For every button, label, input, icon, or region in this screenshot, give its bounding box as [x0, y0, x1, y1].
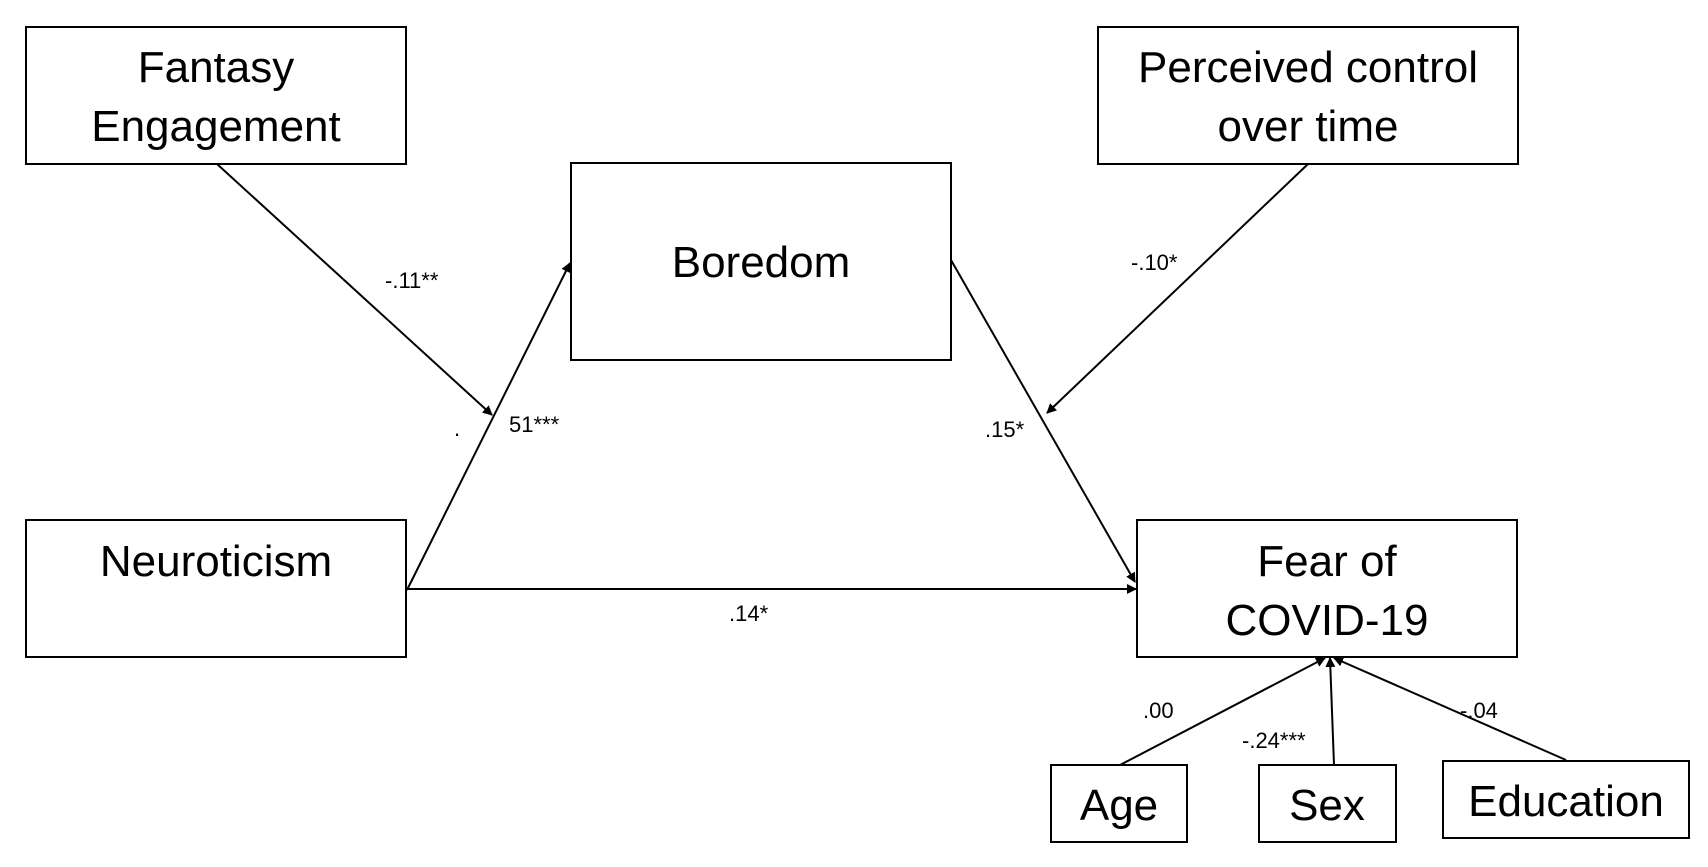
node-sex-label: Sex — [1289, 781, 1365, 830]
arrow-fantasy-moderation — [216, 163, 493, 416]
coef-fantasy-moderation: -.11** — [385, 268, 439, 293]
node-boredom-label: Boredom — [672, 238, 851, 287]
arrow-neuroticism-boredom — [406, 262, 571, 591]
node-age: Age — [1050, 764, 1188, 843]
node-sex: Sex — [1258, 764, 1397, 843]
node-education: Education — [1442, 760, 1690, 839]
node-fantasy-engagement: Fantasy Engagement — [25, 26, 407, 165]
node-fantasy-line-1: Fantasy — [138, 43, 295, 92]
arrow-age-fear — [1119, 657, 1326, 766]
coef-boredom-fear: .15* — [985, 417, 1025, 442]
node-perceived-line-1: Perceived control — [1138, 43, 1478, 92]
arrow-perceived-moderation — [1046, 163, 1309, 414]
coef-neuroticism-boredom-dot: . — [454, 416, 460, 441]
node-age-label: Age — [1080, 781, 1158, 830]
coef-education-fear: -.04 — [1460, 698, 1498, 723]
node-fear-line-1: Fear of — [1257, 537, 1397, 586]
coef-perceived-moderation: -.10* — [1131, 250, 1178, 275]
arrow-boredom-fear — [950, 259, 1136, 583]
coef-neuroticism-fear: .14* — [729, 601, 769, 626]
node-education-label: Education — [1468, 777, 1664, 826]
node-perceived-control: Perceived control over time — [1097, 26, 1519, 165]
coef-sex-fear: -.24*** — [1242, 728, 1306, 753]
node-neuroticism-label: Neuroticism — [100, 537, 332, 586]
node-neuroticism: Neuroticism — [25, 519, 407, 658]
coef-neuroticism-boredom: 51*** — [509, 412, 560, 437]
coef-age-fear: .00 — [1143, 698, 1174, 723]
arrow-sex-fear — [1325, 657, 1336, 766]
node-fear-of-covid: Fear of COVID-19 — [1136, 519, 1518, 658]
node-perceived-line-2: over time — [1218, 102, 1399, 151]
node-fear-line-2: COVID-19 — [1226, 596, 1429, 645]
node-boredom: Boredom — [570, 162, 952, 361]
arrow-education-fear — [1333, 657, 1567, 761]
node-fantasy-line-2: Engagement — [91, 102, 341, 151]
